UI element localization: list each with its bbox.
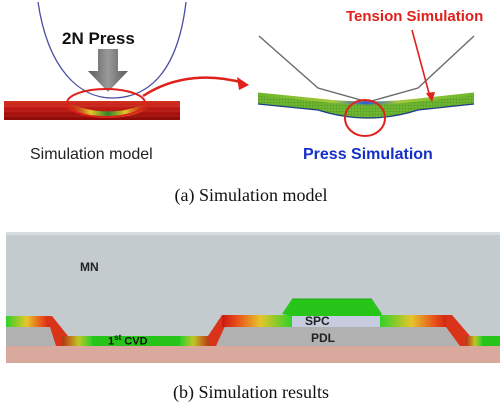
cvd-label-number: 1 [108,335,115,348]
tension-pointer [411,29,431,98]
cvd-label-ordinal: st [114,333,122,342]
cvd-film-right-plateau [380,315,450,327]
cvd-film-spc-cover [282,299,382,316]
spc-layer-label: SPC [305,314,330,328]
zoom-highlight-ellipse [66,88,146,118]
tension-simulation-label: Tension Simulation [346,8,484,25]
simulation-model-label: Simulation model [30,146,153,163]
simulation-model-illustration [4,1,187,120]
cvd-label-text: CVD [121,335,148,348]
press-force-label: 2N Press [62,29,135,48]
cvd-film-middle-plateau [222,315,292,327]
cvd-film-left-plateau [6,316,52,327]
tip-wireframe [258,35,475,103]
zoom-arrow [142,76,249,98]
cvd-film-right-step [446,315,470,346]
press-arrow-icon [88,49,128,92]
caption-b: (b) Simulation results [173,382,329,402]
pdl-layer-label: PDL [311,331,335,345]
cvd-layer-label: 1st CVD [108,333,148,348]
press-tip-outline [37,1,187,99]
press-highlight-ellipse [344,99,386,137]
mn-layer-label: MN [80,260,99,274]
spc-layer [292,314,380,327]
cvd-film-trench [62,336,210,346]
caption-a: (a) Simulation model [174,185,328,205]
press-simulation-label: Press Simulation [303,146,433,163]
press-simulation-illustration [257,29,475,137]
simulation-results-illustration [6,232,500,363]
substrate-layer [6,346,500,363]
